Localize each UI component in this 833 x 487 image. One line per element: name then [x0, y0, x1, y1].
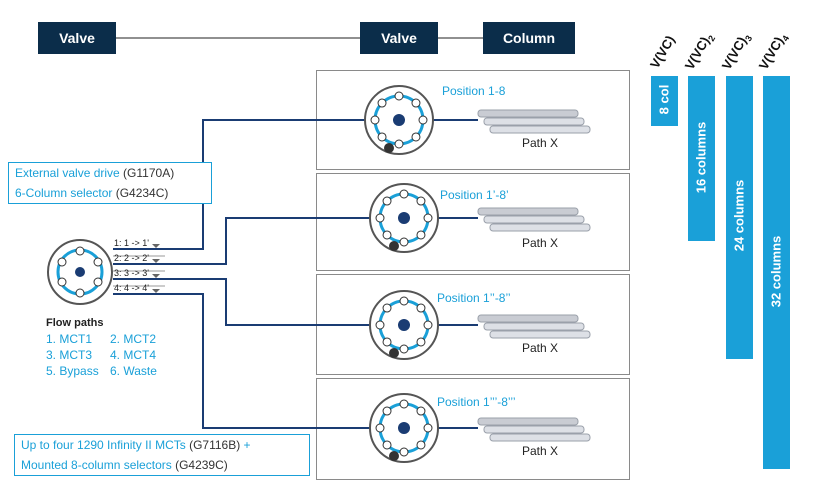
six-column-valve-icon [47, 239, 113, 305]
mct-callout: Up to four 1290 Infinity II MCTs (G7116B… [14, 434, 310, 476]
valve-header-left: Valve [38, 22, 116, 54]
bar-16-columns: 16 columns [688, 76, 715, 241]
valve-drive-callout: External valve drive (G1170A) 6-Column s… [8, 162, 212, 204]
valve-drive-label: External valve drive [15, 166, 120, 180]
position-label-2: Position 1’-8’ [440, 188, 509, 202]
mct-label: Up to four 1290 Infinity II MCTs [21, 438, 186, 452]
flow-paths-title: Flow paths [46, 317, 104, 329]
column-tubes-icon [477, 109, 591, 134]
bar-8-col: 8 col [651, 76, 678, 126]
port-label-2: 2: 2 -> 2' [114, 253, 149, 263]
port-label-1: 1: 1 -> 1' [114, 238, 149, 248]
flow-path-item: 2. MCT2 [110, 332, 157, 346]
column-tubes-icon [477, 207, 591, 232]
column-header: Column [483, 22, 575, 54]
bar-8-col-label: 8 col [656, 84, 672, 115]
bar-16-columns-label: 16 columns [693, 121, 709, 194]
position-label-3: Position 1’’-8’’ [437, 291, 511, 305]
path-label-1: Path X [522, 136, 559, 150]
column-tubes-icon [477, 314, 591, 339]
mounted-selector-label: Mounted 8-column selectors [21, 458, 172, 472]
selector-valve-icon [364, 85, 434, 155]
selector-valve-icon [369, 393, 439, 463]
bar-32-columns-label: 32 columns [768, 235, 784, 308]
bar-32-columns: 32 columns [763, 76, 790, 469]
valve-drive-code: (G1170A) [119, 166, 175, 180]
bar-24-columns-label: 24 columns [731, 179, 747, 252]
column-selector-label: 6-Column selector [15, 186, 113, 200]
flow-path-item: 3. MCT3 [46, 348, 93, 362]
position-label-1: Position 1-8 [442, 84, 506, 98]
path-label-4: Path X [522, 444, 559, 458]
mounted-selector-code: (G4239C) [171, 458, 228, 472]
column-tubes-icon [477, 417, 591, 442]
path-label-2: Path X [522, 236, 559, 250]
mct-code: (G7116B) [185, 438, 241, 452]
flow-path-item: 6. Waste [110, 364, 157, 378]
port-label-4: 4: 4 -> 4' [114, 283, 149, 293]
bar-24-columns: 24 columns [726, 76, 753, 359]
flow-path-item: 4. MCT4 [110, 348, 157, 362]
flow-path-item: 5. Bypass [46, 364, 99, 378]
flow-path-item: 1. MCT1 [46, 332, 93, 346]
selector-valve-icon [369, 183, 439, 253]
valve-header-right: Valve [360, 22, 438, 54]
position-label-4: Position 1’’’-8’’’ [437, 395, 516, 409]
column-selector-code: (G4234C) [112, 186, 169, 200]
path-label-3: Path X [522, 341, 559, 355]
port-label-3: 3: 3 -> 3' [114, 268, 149, 278]
selector-valve-icon [369, 290, 439, 360]
mct-plus: + [240, 438, 251, 452]
